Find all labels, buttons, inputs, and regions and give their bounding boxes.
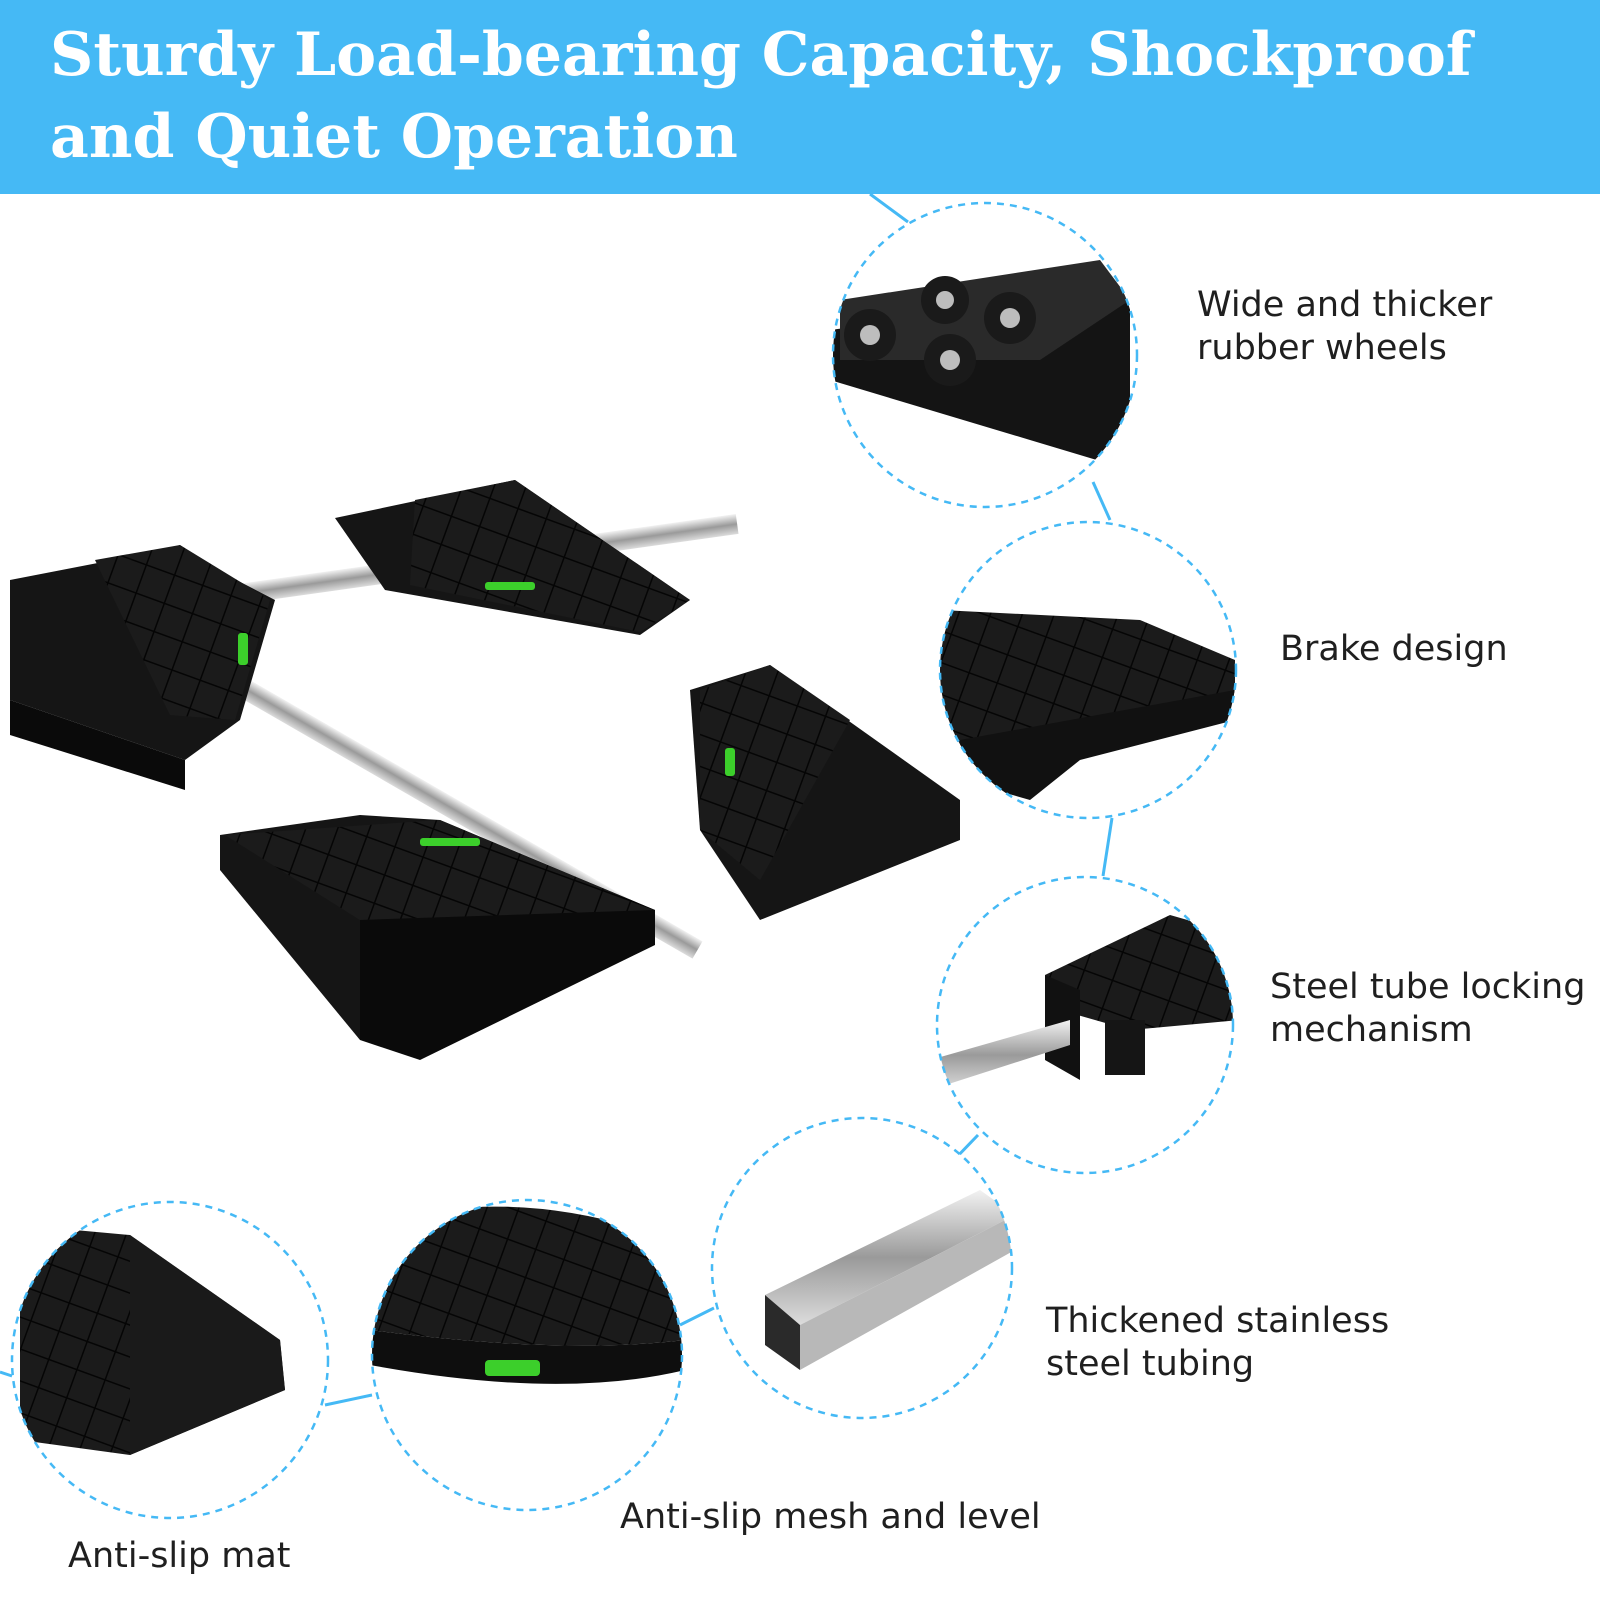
feature-label-brake: Brake design xyxy=(1280,629,1508,669)
mat-detail-circle xyxy=(10,1200,330,1520)
level-bubble-icon xyxy=(485,582,535,590)
title-banner: Sturdy Load-bearing Capacity, Shockproof… xyxy=(0,0,1600,194)
wheels-detail-circle xyxy=(831,201,1139,509)
page-title: Sturdy Load-bearing Capacity, Shockproof… xyxy=(50,20,1472,172)
brake-detail-circle xyxy=(938,520,1238,820)
feature-label-tubing: Thickened stainless steel tubing xyxy=(1046,1301,1390,1384)
tubing-detail-circle xyxy=(710,1116,1014,1420)
feature-label-mat: Anti-slip mat xyxy=(68,1536,291,1576)
feature-label-wheels: Wide and thicker rubber wheels xyxy=(1197,285,1493,368)
feature-label-mesh: Anti-slip mesh and level xyxy=(620,1497,1041,1537)
level-bubble-icon xyxy=(238,633,248,665)
level-bubble-icon xyxy=(725,748,735,776)
level-bubble-icon xyxy=(420,838,480,846)
feature-label-locking: Steel tube locking mechanism xyxy=(1270,967,1586,1050)
mesh-detail-circle xyxy=(370,1198,684,1512)
level-bubble-icon xyxy=(485,1360,540,1376)
washer-stand xyxy=(10,480,960,1060)
locking-detail-circle xyxy=(935,875,1235,1175)
